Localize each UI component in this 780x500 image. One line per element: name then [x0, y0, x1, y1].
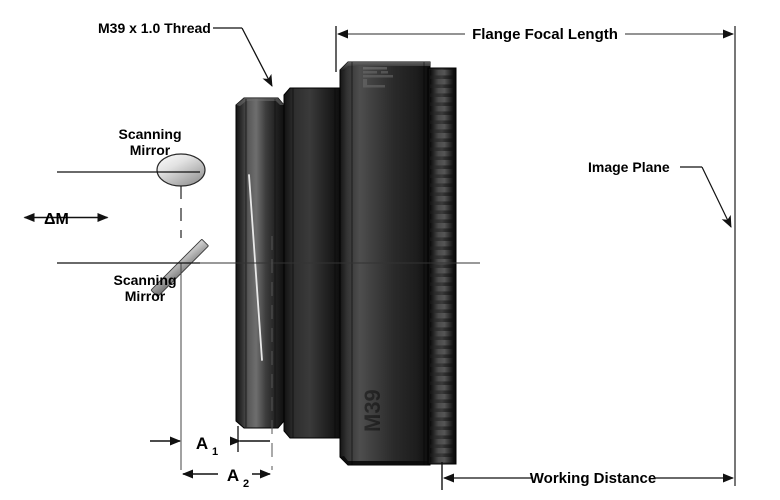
scanning-mirror-bottom-label: Scanning Mirror: [113, 272, 176, 304]
dimension-a2: A 2: [182, 466, 271, 490]
flange-focal-length-label: Flange Focal Length: [472, 26, 618, 43]
thread-callout: M39 x 1.0 Thread: [98, 20, 273, 87]
thread-leader-arrow: [241, 27, 273, 87]
a2-subscript: 2: [243, 478, 249, 490]
barrel-engraving-m39: M39: [360, 389, 385, 432]
scanning-mirror-top-label-line1: Scanning: [118, 126, 181, 142]
a1-subscript: 1: [212, 446, 218, 458]
dimension-a1: A 1: [150, 434, 270, 458]
thread-label: M39 x 1.0 Thread: [98, 20, 211, 36]
scanning-mirror-bar: [150, 239, 209, 297]
barrel-engraving-text: M39: [360, 389, 385, 432]
working-distance-label: Working Distance: [530, 470, 656, 487]
scanning-mirror-top: [156, 153, 206, 187]
scanning-mirror-bottom-label-line2: Mirror: [125, 288, 166, 304]
dimension-working-distance: Working Distance: [441, 462, 734, 490]
main-barrel-bottom-bevel: [340, 456, 430, 465]
scanning-mirror-tilted: [150, 239, 209, 297]
a1-label: A: [196, 434, 208, 453]
focus-ring-knurls: [430, 70, 454, 463]
image-plane-leader-arrow: [701, 166, 732, 228]
scanning-mirror-top-label-line2: Mirror: [130, 142, 171, 158]
lens-element-highlight: [248, 174, 263, 361]
delta-m-label: ΔM: [44, 211, 69, 228]
main-barrel-top-bevel: [340, 62, 430, 71]
scanning-mirror-top-label: Scanning Mirror: [118, 126, 181, 158]
barrel-engraving-top: [363, 67, 393, 88]
dimension-flange-focal-length: Flange Focal Length: [335, 26, 734, 72]
image-plane-label: Image Plane: [588, 159, 670, 175]
front-barrel-top-bevel: [236, 98, 284, 106]
a2-label: A: [227, 466, 239, 485]
scanning-mirror-bottom-label-line1: Scanning: [113, 272, 176, 288]
scanning-mirror-ellipse: [156, 153, 206, 187]
dimension-delta-m: ΔM: [23, 171, 200, 264]
focus-ring: [427, 67, 457, 465]
image-plane-callout: Image Plane: [588, 159, 732, 228]
